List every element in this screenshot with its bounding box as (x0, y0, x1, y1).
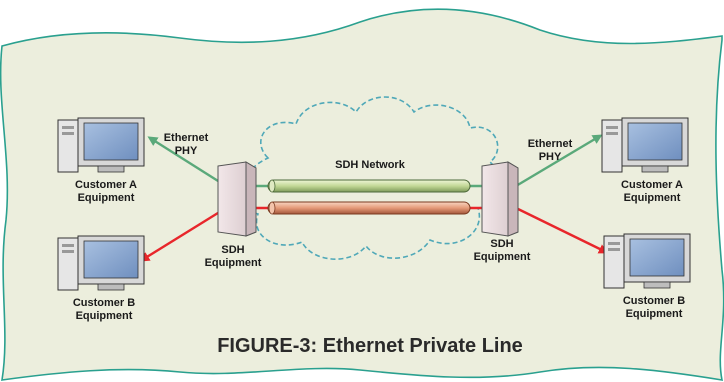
customer-b-left-line2: Equipment (76, 310, 133, 322)
customer-a-left-line2: Equipment (78, 192, 135, 204)
phy-left-line1: Ethernet (164, 132, 209, 144)
computer-icon (57, 235, 145, 291)
customer-a-right-line1: Customer A (621, 179, 683, 191)
sdh-network-cloud (241, 96, 500, 260)
sdh-right-line2: Equipment (474, 251, 531, 263)
customer-a-right-link (515, 134, 603, 188)
customer-a-right-line2: Equipment (624, 192, 681, 204)
phy-left-line2: PHY (175, 145, 198, 157)
sdh-left-line2: Equipment (205, 257, 262, 269)
customer-a-left-link (147, 136, 227, 188)
background-panel (0, 8, 724, 381)
sdh-network-label: SDH Network (335, 159, 406, 171)
sdh-left-line1: SDH (221, 244, 244, 256)
customer-a-left-line1: Customer A (75, 179, 137, 191)
customer-b-left-line1: Customer B (73, 297, 135, 309)
customer-b-right-link (515, 206, 609, 254)
computer-icon (603, 233, 691, 289)
phy-right-line1: Ethernet (528, 138, 573, 150)
computer-icon (601, 117, 689, 173)
customer-b-right-line1: Customer B (623, 295, 685, 307)
orange-pipe (267, 201, 471, 215)
phy-right-line2: PHY (539, 151, 562, 163)
sdh-equipment-left (217, 161, 257, 237)
sdh-equipment-right (481, 161, 519, 237)
sdh-right-line1: SDH (490, 238, 513, 250)
figure-title: FIGURE-3: Ethernet Private Line (217, 335, 523, 357)
customer-b-left-link (139, 206, 227, 262)
computer-icon (57, 117, 145, 173)
customer-b-right-line2: Equipment (626, 308, 683, 320)
green-pipe (267, 179, 471, 193)
